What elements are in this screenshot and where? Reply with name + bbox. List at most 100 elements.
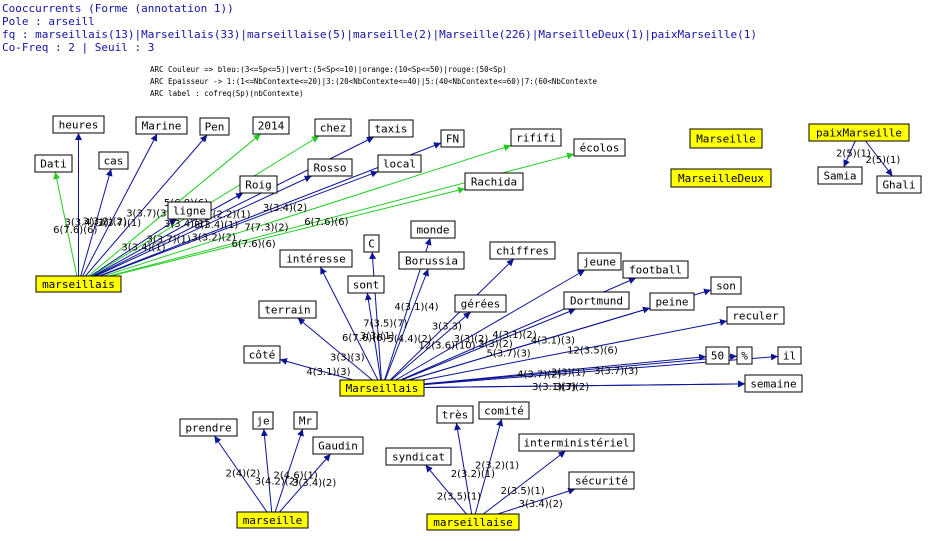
word-node-semaine: semaine <box>744 374 803 393</box>
node-box <box>808 123 910 142</box>
node-box <box>243 345 281 364</box>
edge-p_Marseillais-n_interesse <box>319 266 379 381</box>
node-label: côté <box>249 349 276 362</box>
node-label: taxis <box>374 123 407 136</box>
word-node-je: je <box>252 411 274 430</box>
node-label: sécurité <box>575 475 628 488</box>
edge-p_Marseillais-n_reculer <box>423 318 728 381</box>
edge-p_marseille-n_je <box>260 428 273 513</box>
edge-p_Marseillais-n_terrain <box>297 317 373 381</box>
word-node-cote: côté <box>243 345 281 364</box>
node-box <box>385 447 452 466</box>
edge-label: 3(3.2)(2) <box>192 232 236 243</box>
word-node-Gaudin: Gaudin <box>312 436 364 455</box>
word-node-Rosso: Rosso <box>307 158 353 177</box>
edge-label: 4(3.7)(2) <box>517 370 561 381</box>
word-node-rififi: rififi <box>510 128 562 147</box>
edge-label: 12(3.5)(6) <box>567 345 618 356</box>
node-label: cas <box>104 155 124 168</box>
edge-label: 3(3.4)(1) <box>164 219 208 230</box>
node-box <box>199 117 230 136</box>
edge-label: 3(3.4)(2) <box>65 218 109 229</box>
pole-node-marseille: marseille <box>236 511 309 529</box>
edge-p_marseille-n_prendre <box>213 435 268 513</box>
node-label: jeune <box>583 256 616 269</box>
word-node-prendre: prendre <box>179 418 238 437</box>
edge-label: 3(4.2)(2) <box>255 476 299 487</box>
node-box <box>314 118 352 137</box>
edge-labels-layer: 3(3.4)(2)6(7.6)(6)3(3.2)(2)3(3.7)(1)3(3.… <box>53 149 900 510</box>
node-box <box>568 471 635 490</box>
edge-label: 4(3.1)(4) <box>394 302 438 313</box>
edge-label: 7(3.5)(7) <box>363 318 407 329</box>
word-node-monde: monde <box>410 220 456 239</box>
node-box <box>454 294 507 313</box>
word-node-comite: comité <box>478 401 530 420</box>
pole-line: Pole : arseill <box>2 15 95 28</box>
edge-p_Marseillais-n_50 <box>423 353 707 385</box>
node-box <box>426 513 520 531</box>
node-label: 2014 <box>258 120 285 133</box>
edge-p_marseillais-n_local <box>99 170 379 277</box>
node-box <box>368 119 414 138</box>
node-box <box>436 405 474 424</box>
node-box <box>573 138 626 157</box>
edge-p_Marseillais-n_gerees <box>390 311 471 381</box>
word-node-chez: chez <box>314 118 352 137</box>
edges-layer <box>53 133 893 515</box>
node-box <box>339 379 425 397</box>
node-label: Gaudin <box>318 440 358 453</box>
edge-label: 3(3.7)(3) <box>594 366 638 377</box>
node-label: paixMarseille <box>816 127 902 140</box>
word-node-Ghali: Ghali <box>876 175 922 194</box>
node-label: il <box>783 350 796 363</box>
word-node-interministeriel: interministériel <box>518 433 635 452</box>
word-node-Marine: Marine <box>135 116 188 135</box>
word-node-tres: très <box>436 405 474 424</box>
word-node-sont: sont <box>347 275 385 294</box>
node-label: reculer <box>732 310 779 323</box>
node-label: Mr <box>299 415 313 428</box>
edge-label: 3(3.1)(7) <box>532 382 576 393</box>
node-label: local <box>383 158 416 171</box>
edge-p_marseillais-n_Pen <box>85 134 208 277</box>
edge-label: 6(7.6)(6) <box>53 225 97 236</box>
edge-label: 4(3.1)(3) <box>531 335 575 346</box>
node-label: marseillais <box>42 278 115 291</box>
edge-p_marseillais-n_cas <box>80 168 113 277</box>
word-node-chiffres: chiffres <box>489 241 556 260</box>
node-label: Ghali <box>882 179 915 192</box>
edge-p_marseillaise-n_tres <box>454 422 473 515</box>
node-box <box>35 275 122 293</box>
node-box <box>440 129 465 148</box>
node-box <box>98 151 129 170</box>
edge-p_marseillaise-n_interministeriel <box>483 450 566 515</box>
word-node-terrain: terrain <box>258 300 317 319</box>
node-label: prendre <box>185 422 231 435</box>
edge-label: 3(3.4)(2) <box>263 203 307 214</box>
node-box <box>279 249 353 268</box>
word-node-Rachida: Rachida <box>464 172 524 191</box>
node-box <box>252 411 274 430</box>
edge-p_Marseillais-n_semaine <box>423 380 746 389</box>
node-label: Rosso <box>313 162 346 175</box>
edge-label: 2(3.2)(1) <box>475 461 519 472</box>
node-box <box>710 276 742 295</box>
edge-p_marseillaise-n_securite <box>497 487 576 515</box>
node-label: peine <box>655 296 688 309</box>
pole-node-paixMarseille: paixMarseille <box>808 123 910 142</box>
node-label: Marine <box>142 120 182 133</box>
node-label: je <box>256 415 269 428</box>
node-label: heures <box>59 119 99 132</box>
edge-p_marseillais-n_Roig <box>92 192 244 277</box>
node-label: FN <box>446 133 459 146</box>
node-box <box>464 172 524 191</box>
pole-node-Marseillais: Marseillais <box>339 379 425 397</box>
node-box <box>363 234 380 253</box>
word-node-2014: 2014 <box>252 116 290 135</box>
edge-label: 2(3.2)(1) <box>451 469 495 480</box>
legend-arc-label: ARC label : cofreq(Sp)(nbContexte) <box>150 89 304 98</box>
edge-label: 5(4.4)(2) <box>387 334 431 345</box>
